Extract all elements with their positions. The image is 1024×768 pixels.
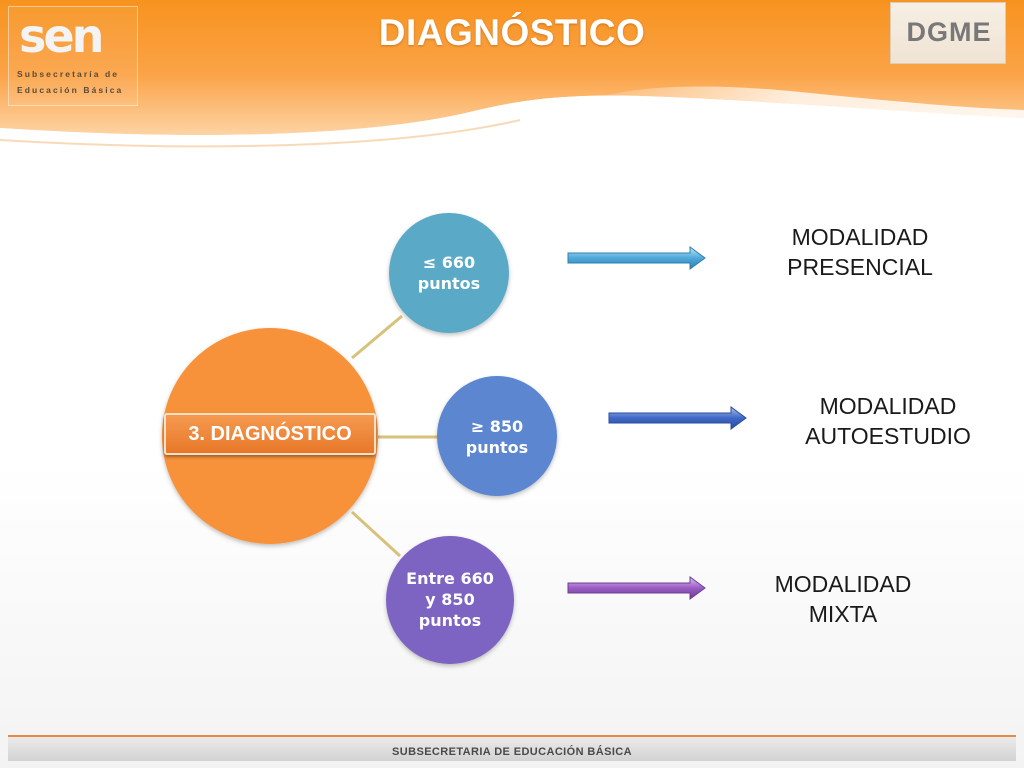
outcome-1-line1: MODALIDAD bbox=[791, 224, 929, 250]
outcome-autoestudio: MODALIDAD AUTOESTUDIO bbox=[768, 391, 1008, 451]
node-1-line1: ≤ 660 bbox=[422, 253, 476, 272]
page-title: DIAGNÓSTICO bbox=[378, 12, 646, 53]
outcome-mixta: MODALIDAD MIXTA bbox=[723, 569, 963, 629]
arrow-autoestudio bbox=[608, 406, 747, 430]
header-background bbox=[0, 0, 1024, 150]
dgme-logo-word: DGME bbox=[906, 17, 992, 47]
sep-logo-word: sen bbox=[19, 9, 104, 63]
footer-text: SUBSECRETARIA DE EDUCACIÓN BÁSICA bbox=[392, 746, 632, 758]
node-circle-1 bbox=[389, 213, 509, 333]
outcome-3-line2: MIXTA bbox=[808, 601, 878, 627]
node-3-line1: Entre 660 bbox=[406, 569, 494, 588]
node-3-line3: puntos bbox=[418, 611, 482, 630]
footer-bar: SUBSECRETARIA DE EDUCACIÓN BÁSICA bbox=[8, 735, 1016, 761]
node-text-1: ≤ 660 puntos bbox=[389, 252, 509, 294]
node-circle-3 bbox=[386, 536, 514, 664]
arrow-mixta bbox=[567, 576, 706, 600]
arrow-presencial bbox=[567, 246, 706, 270]
connector-to-node-1 bbox=[351, 314, 403, 360]
header-banner: sen Subsecretaría de Educación Básica DI… bbox=[0, 0, 1024, 150]
node-2-line1: ≥ 850 bbox=[470, 417, 524, 436]
sep-logo-line1: Subsecretaría de bbox=[17, 69, 120, 79]
dgme-logo: DGME bbox=[890, 2, 1006, 64]
node-text-2: ≥ 850 puntos bbox=[437, 416, 557, 458]
outcome-2-line1: MODALIDAD bbox=[819, 393, 957, 419]
sep-logo: sen Subsecretaría de Educación Básica bbox=[8, 6, 138, 106]
node-text-3: Entre 660 y 850 puntos bbox=[386, 568, 514, 631]
node-3-line2: y 850 bbox=[425, 590, 475, 609]
node-1-line2: puntos bbox=[417, 274, 481, 293]
connector-to-node-3 bbox=[350, 510, 402, 558]
outcome-2-line2: AUTOESTUDIO bbox=[805, 423, 971, 449]
node-2-line2: puntos bbox=[465, 438, 529, 457]
node-circle-2 bbox=[437, 376, 557, 496]
outcome-presencial: MODALIDAD PRESENCIAL bbox=[740, 222, 980, 282]
hub-label: 3. DIAGNÓSTICO bbox=[164, 413, 376, 455]
sep-logo-line2: Educación Básica bbox=[17, 85, 124, 95]
outcome-1-line2: PRESENCIAL bbox=[787, 254, 933, 280]
outcome-3-line1: MODALIDAD bbox=[774, 571, 912, 597]
